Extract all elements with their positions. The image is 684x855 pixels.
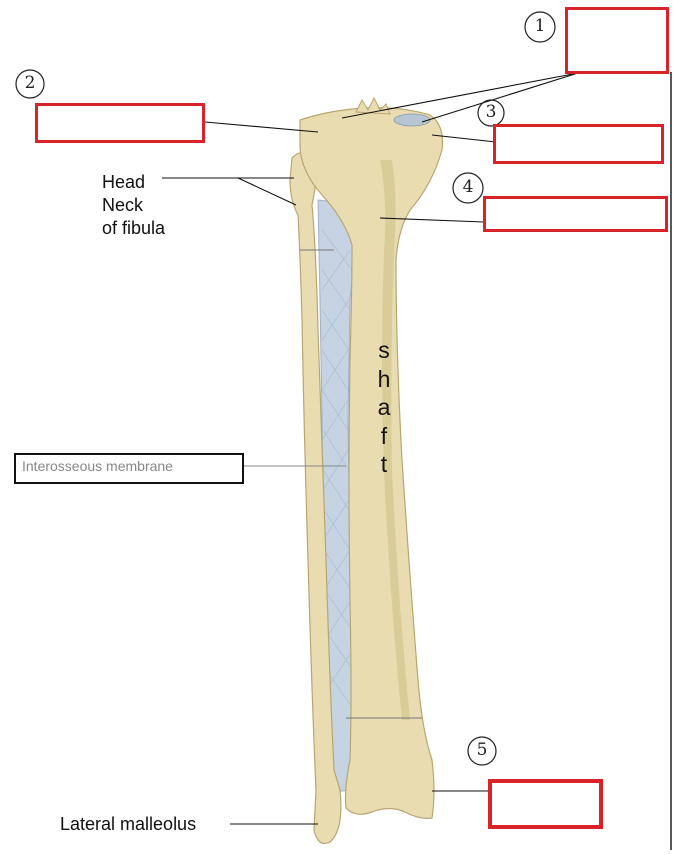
membrane-fibers (321, 229, 355, 711)
circle-5 (467, 736, 497, 766)
leader-1b (421, 72, 579, 123)
circle-4 (452, 172, 484, 204)
answer-box-5[interactable] (488, 779, 603, 829)
leader-4 (379, 217, 485, 223)
answer-box-3[interactable] (493, 124, 664, 164)
answer-box-2[interactable] (35, 103, 205, 143)
shaft-label: s h a f t (374, 336, 394, 479)
fibula (289, 151, 342, 845)
shaft-letter-t: t (380, 451, 388, 477)
leader-neck (237, 177, 297, 206)
label-of-fibula: of fibula (102, 218, 166, 238)
label-lateral-malleolus: Lateral malleolus (60, 814, 197, 834)
shaft-letter-h: h (377, 365, 391, 392)
articular-facet (393, 113, 431, 127)
number-3: 3 (485, 102, 497, 122)
number-4: 4 (462, 177, 474, 197)
label-neck: Neck (102, 195, 144, 215)
tibia (299, 107, 444, 819)
number-2: 2 (24, 73, 36, 93)
circle-1 (524, 11, 556, 43)
answer-box-1[interactable] (565, 7, 669, 74)
label-head: Head (102, 172, 146, 192)
leader-1a (341, 72, 579, 119)
label-interosseous-membrane: Interosseous membrane (14, 453, 244, 484)
shaft-letter-f: f (380, 422, 388, 449)
number-1: 1 (534, 16, 546, 36)
tibia-shading (380, 160, 410, 720)
circle-3 (477, 99, 505, 127)
circle-2 (15, 69, 45, 99)
leader-lines (162, 72, 579, 825)
answer-box-4[interactable] (483, 196, 668, 232)
leader-2 (204, 121, 319, 133)
leader-3 (431, 134, 497, 143)
shaft-letter-s: s (378, 337, 390, 363)
number-5: 5 (476, 740, 488, 760)
shaft-letter-a: a (377, 394, 391, 420)
